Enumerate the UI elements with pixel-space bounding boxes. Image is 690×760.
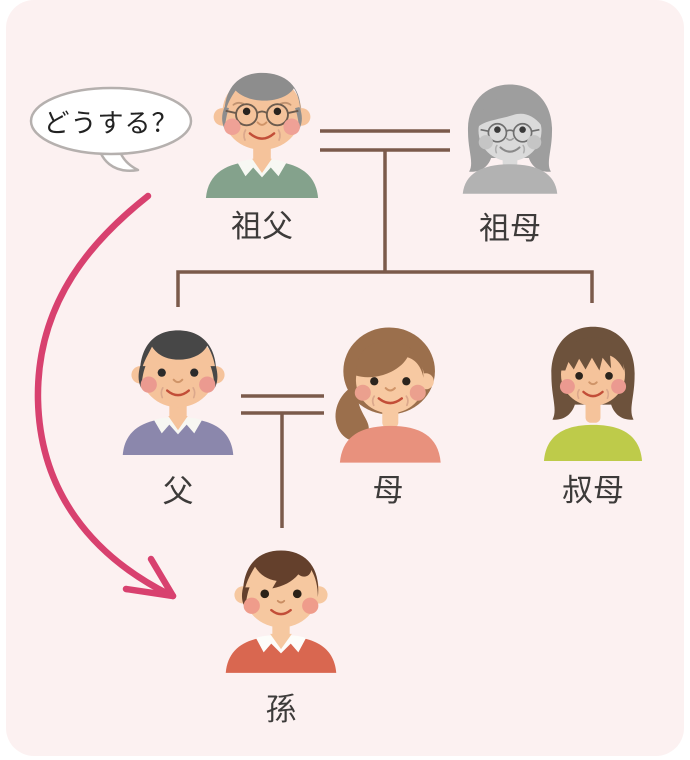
glasses-icon	[480, 122, 540, 143]
label-grandson: 孫	[265, 692, 297, 727]
mother-illustration	[335, 327, 441, 463]
father-illustration	[122, 330, 234, 455]
speech-bubble-text: どうする？	[43, 107, 179, 138]
person-father: 父	[113, 312, 243, 509]
glasses-icon	[225, 103, 299, 127]
person-mother: 母	[317, 316, 459, 508]
person-grandfather: 祖父	[196, 52, 328, 244]
label-mother: 母	[372, 473, 404, 508]
label-aunt: 叔母	[562, 473, 624, 508]
grandmother-illustration	[462, 84, 558, 194]
label-grandmother: 祖母	[479, 211, 541, 246]
grandson-illustration	[225, 550, 337, 673]
label-grandfather: 祖父	[231, 209, 293, 244]
aunt-illustration	[543, 326, 643, 462]
person-grandson: 孫	[216, 531, 346, 727]
person-aunt: 叔母	[529, 314, 657, 508]
person-grandmother: 祖母	[447, 74, 573, 246]
label-father: 父	[162, 474, 194, 509]
grandfather-illustration	[205, 72, 319, 199]
